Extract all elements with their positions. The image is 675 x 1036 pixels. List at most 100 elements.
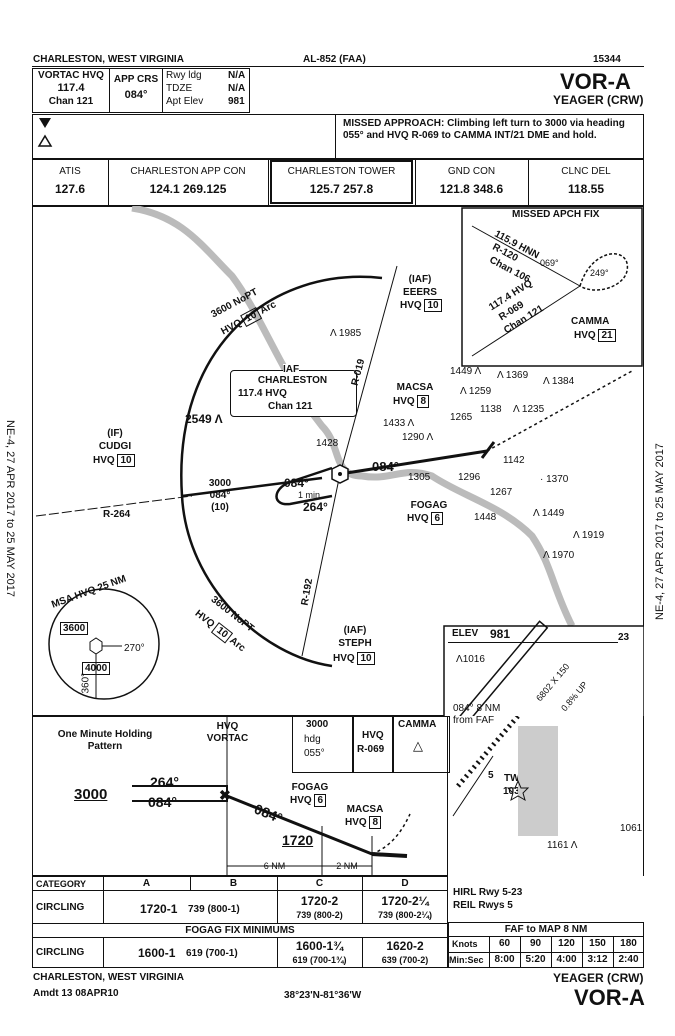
missed-hold [579, 253, 629, 291]
obstacle-1449a: 1449 Λ [450, 366, 482, 377]
faf-map-title: FAF to MAP 8 NM [504, 924, 588, 935]
rwy-ldg-label: Rwy ldg [166, 70, 202, 81]
obstacle-1235: Λ 1235 [513, 404, 545, 415]
hvq-radial [471, 285, 581, 357]
profile-macsa-dme: HVQ 8 [345, 816, 382, 829]
row2-ab: 1600-1 [138, 946, 176, 960]
procedure-id: AL-852 (FAA) [303, 54, 366, 65]
cudgi-dme: HVQ 10 [93, 454, 135, 467]
obstacle-1448: 1448 [474, 512, 497, 523]
missed-approach-box [32, 114, 644, 159]
profile-2nm: 2 NM [336, 861, 358, 871]
tower-label: TWR [504, 773, 527, 784]
profile-6nm: 6 NM [263, 861, 286, 871]
category-label: CATEGORY [36, 879, 87, 889]
time-180: 2:40 [618, 954, 639, 965]
ma-camma: CAMMA [398, 719, 437, 730]
knots-180: 180 [620, 938, 637, 949]
obstacle-1296: 1296 [458, 472, 481, 483]
cat-d: D [401, 878, 409, 889]
knots-label: Knots [452, 939, 478, 949]
msa-sector-4000: 4000 [82, 662, 111, 675]
plan-view [32, 206, 644, 716]
r019-line [339, 265, 398, 475]
obstacle-1970: Λ 1970 [543, 550, 575, 561]
row2-ab-small: 619 (700-1) [186, 948, 238, 959]
serial-number: 15344 [593, 54, 621, 65]
divider [268, 159, 269, 206]
obstacle-1138: 1138 [480, 404, 502, 415]
comm-atis-freq: 127.6 [54, 182, 86, 196]
profile-fogag-dme: HVQ 6 [290, 794, 327, 807]
divider [335, 114, 336, 159]
knots-60: 60 [498, 938, 511, 949]
row1-ab: 1720-1 [140, 902, 178, 916]
divider [277, 876, 278, 923]
profile-vortac: VORTAC [206, 733, 249, 744]
divider [415, 159, 416, 206]
time-90: 5:20 [525, 954, 546, 965]
camma-name: CAMMA [571, 316, 610, 327]
cat-c: C [315, 878, 324, 889]
svg-text:✖: ✖ [219, 787, 231, 803]
divider [582, 936, 583, 968]
footer-amdt: Amdt 13 08APR10 [33, 988, 119, 999]
divider [190, 876, 191, 890]
tower-elev: 1037 [503, 786, 526, 797]
msa-360: 360° [80, 672, 92, 694]
header-city: CHARLESTON, WEST VIRGINIA [33, 54, 184, 65]
briefing-box [32, 68, 250, 113]
footer-title: VOR-A [574, 985, 645, 1010]
obstacle-2549: 2549 Λ [185, 412, 223, 426]
divider [362, 937, 363, 968]
row2-c-small: 619 (700-1¾) [292, 955, 347, 965]
divider [520, 936, 521, 968]
divider [362, 876, 363, 923]
profile-outbound: 264° [150, 774, 179, 790]
ma-r069: R-069 [357, 744, 385, 755]
elev-row [448, 628, 618, 643]
comm-clnc-name: CLNC DEL [561, 166, 611, 177]
comm-app-freq: 124.1 269.125 [149, 182, 227, 196]
lighting-2: REIL Rwys 5 [453, 900, 513, 911]
obstacle-1016: Λ1016 [456, 654, 485, 665]
profile-drawing: ✖ [132, 716, 411, 876]
profile-mda: 1720 [282, 832, 314, 848]
tdze: N/A [228, 83, 246, 94]
app-crs: 084° [124, 89, 148, 101]
apt-elev: 981 [228, 96, 245, 107]
missed-fix-title: MISSED APCH FIX [512, 209, 600, 220]
comm-tower-freq: 125.7 257.8 [309, 182, 374, 196]
macsa-dme: HVQ 8 [393, 395, 430, 408]
divider [448, 952, 644, 953]
row2-d: 1620-2 [386, 939, 424, 953]
divider [32, 937, 448, 938]
final-course [339, 449, 488, 476]
side-text-right: NE-4, 27 APR 2017 to 25 MAY 2017 [654, 443, 666, 620]
divider [103, 876, 104, 923]
comm-app-name: CHARLESTON APP CON [130, 166, 246, 177]
obstacle-1265: 1265 [450, 412, 473, 423]
final-course-label: 084° [372, 459, 399, 474]
ma-hdg-val: 055° [304, 748, 325, 759]
vortac-freq: 117.4 HVQ [238, 388, 287, 399]
profile-hvq: HVQ [216, 721, 239, 732]
takeoff-minimums-icon: T [37, 116, 53, 155]
airport-sketch-lower [448, 644, 644, 876]
obstacle-1259: Λ 1259 [460, 386, 492, 397]
obstacle-1919: Λ 1919 [573, 530, 605, 541]
profile-macsa: MACSA [346, 804, 384, 815]
divider [613, 936, 614, 968]
nav-label: VORTAC HVQ [38, 70, 104, 81]
comm-atis-name: ATIS [59, 166, 81, 177]
profile-alt: 3000 [74, 786, 108, 803]
msa-circle [48, 588, 160, 700]
ma-camma-icon: △ [413, 738, 423, 753]
ma-alt: 3000 [306, 719, 329, 730]
app-crs-label: APP CRS [113, 74, 159, 85]
row2-label: CIRCLING [36, 947, 85, 958]
divider [32, 923, 448, 924]
iaf-label: IAF [283, 364, 300, 375]
divider [448, 936, 644, 937]
camma-dme: HVQ 21 [574, 329, 616, 342]
